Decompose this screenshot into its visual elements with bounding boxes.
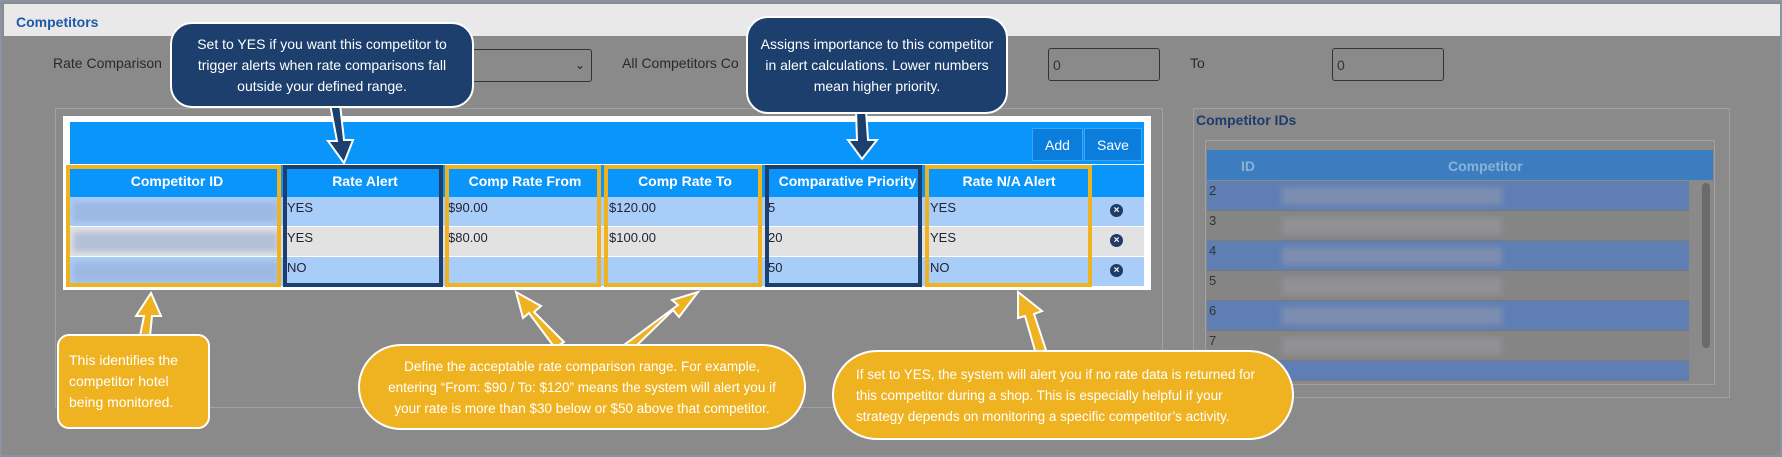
list-item[interactable]: 2 [1207, 181, 1689, 211]
list-item[interactable]: 3 [1207, 211, 1689, 241]
na-alert-cell[interactable]: YES [930, 230, 957, 245]
to-label: To [1190, 55, 1205, 71]
rate-alert-cell[interactable]: NO [287, 260, 307, 275]
comp-rate-to-cell[interactable]: $100.00 [609, 230, 656, 245]
to-input[interactable]: 0 [1332, 48, 1444, 81]
na-alert-cell[interactable]: NO [930, 260, 950, 275]
list-item[interactable]: 4 [1207, 241, 1689, 271]
id-column-header: ID [1241, 158, 1255, 174]
arrow-competitor-id [134, 290, 163, 337]
arrow-rate-alert [326, 103, 355, 166]
rate-alert-cell[interactable]: YES [287, 200, 314, 215]
callout-competitor-id: This identifies the competitor hotel bei… [57, 334, 210, 429]
panel-title: Competitors [16, 14, 99, 30]
delete-row-icon[interactable]: × [1110, 234, 1123, 247]
chevron-down-icon: ⌄ [574, 58, 585, 72]
callout-rate-alert: Set to YES if you want this competitor t… [170, 22, 474, 108]
all-competitors-label: All Competitors Co [622, 55, 739, 71]
column-header-comp-rate-to: Comp Rate To [638, 173, 732, 189]
column-header-rate-alert: Rate Alert [332, 173, 398, 189]
comp-rate-to-cell[interactable]: $120.00 [609, 200, 656, 215]
list-item[interactable]: 5 [1207, 271, 1689, 301]
priority-cell[interactable]: 50 [768, 260, 783, 275]
comp-rate-from-cell[interactable]: $80.00 [448, 230, 488, 245]
rate-comparison-label: Rate Comparison [53, 55, 162, 71]
competitor-id-redacted [73, 262, 278, 282]
comp-rate-from-cell[interactable]: $90.00 [448, 200, 488, 215]
table-toolbar [70, 122, 1144, 164]
delete-row-icon[interactable]: × [1110, 204, 1123, 217]
column-header-competitor-id: Competitor ID [130, 173, 224, 189]
column-header-rate-na-alert: Rate N/A Alert [962, 173, 1056, 189]
list-item[interactable]: 6 [1207, 301, 1689, 331]
arrow-comp-rate-from [514, 289, 566, 350]
competitor-ids-title: Competitor IDs [1196, 112, 1297, 128]
competitor-ids-header: ID Competitor [1207, 150, 1713, 180]
rate-alert-cell[interactable]: YES [287, 230, 314, 245]
competitor-ids-scrollbar[interactable] [1702, 183, 1710, 348]
save-button[interactable]: Save [1084, 128, 1142, 161]
column-header-comp-rate-from: Comp Rate From [468, 173, 582, 189]
callout-priority: Assigns importance to this competitor in… [746, 16, 1008, 114]
callout-rate-range: Define the acceptable rate comparison ra… [358, 344, 806, 430]
list-item[interactable] [1207, 361, 1689, 381]
list-item[interactable]: 7 [1207, 331, 1689, 361]
delete-row-icon[interactable]: × [1110, 264, 1123, 277]
priority-cell[interactable]: 5 [768, 200, 776, 215]
arrow-priority [846, 109, 880, 161]
competitor-ids-list-border [1205, 140, 1715, 385]
column-header-comparative-priority: Comparative Priority [778, 173, 917, 189]
arrow-rate-na-alert [1017, 289, 1048, 356]
priority-cell[interactable]: 20 [768, 230, 783, 245]
competitor-id-redacted [73, 202, 278, 222]
callout-rate-na-alert: If set to YES, the system will alert you… [832, 350, 1294, 440]
competitor-id-redacted [73, 232, 278, 252]
na-alert-cell[interactable]: YES [930, 200, 957, 215]
from-input[interactable]: 0 [1048, 48, 1160, 81]
add-button[interactable]: Add [1032, 128, 1083, 161]
competitor-column-header: Competitor [1448, 158, 1523, 174]
